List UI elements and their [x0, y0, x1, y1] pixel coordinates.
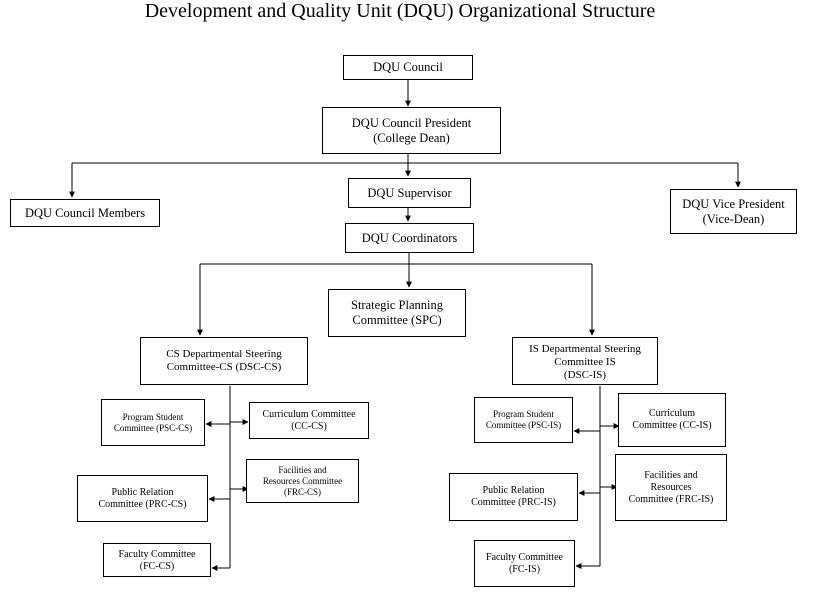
dqu-council-members-box: DQU Council Members [10, 199, 160, 227]
dqu-supervisor-box: DQU Supervisor [348, 178, 471, 208]
fc-cs-box: Faculty Committee (FC-CS) [103, 543, 211, 577]
strategic-planning-committee-box: Strategic Planning Committee (SPC) [328, 289, 466, 337]
cc-cs-box: Curriculum Committee (CC-CS) [249, 402, 369, 439]
dqu-vice-president-box: DQU Vice President (Vice-Dean) [670, 189, 797, 234]
dqu-coordinators-box: DQU Coordinators [345, 223, 474, 253]
cc-is-box: Curriculum Committee (CC-IS) [618, 393, 726, 447]
diagram-title: Development and Quality Unit (DQU) Organ… [144, 0, 656, 22]
dqu-council-box: DQU Council [343, 55, 473, 80]
fc-is-box: Faculty Committee (FC-IS) [474, 540, 575, 587]
prc-is-box: Public Relation Committee (PRC-IS) [449, 473, 578, 521]
cs-departmental-steering-box: CS Departmental Steering Committee-CS (D… [140, 337, 308, 385]
psc-cs-box: Program Student Committee (PSC-CS) [101, 399, 205, 446]
prc-cs-box: Public Relation Committee (PRC-CS) [77, 475, 208, 522]
frc-cs-box: Facilities and Resources Committee (FRC-… [246, 459, 359, 503]
frc-is-box: Facilities and Resources Committee (FRC-… [615, 454, 727, 521]
is-departmental-steering-box: IS Departmental Steering Committee IS (D… [512, 337, 658, 385]
psc-is-box: Program Student Committee (PSC-IS) [474, 397, 573, 443]
dqu-council-president-box: DQU Council President (College Dean) [322, 107, 501, 154]
